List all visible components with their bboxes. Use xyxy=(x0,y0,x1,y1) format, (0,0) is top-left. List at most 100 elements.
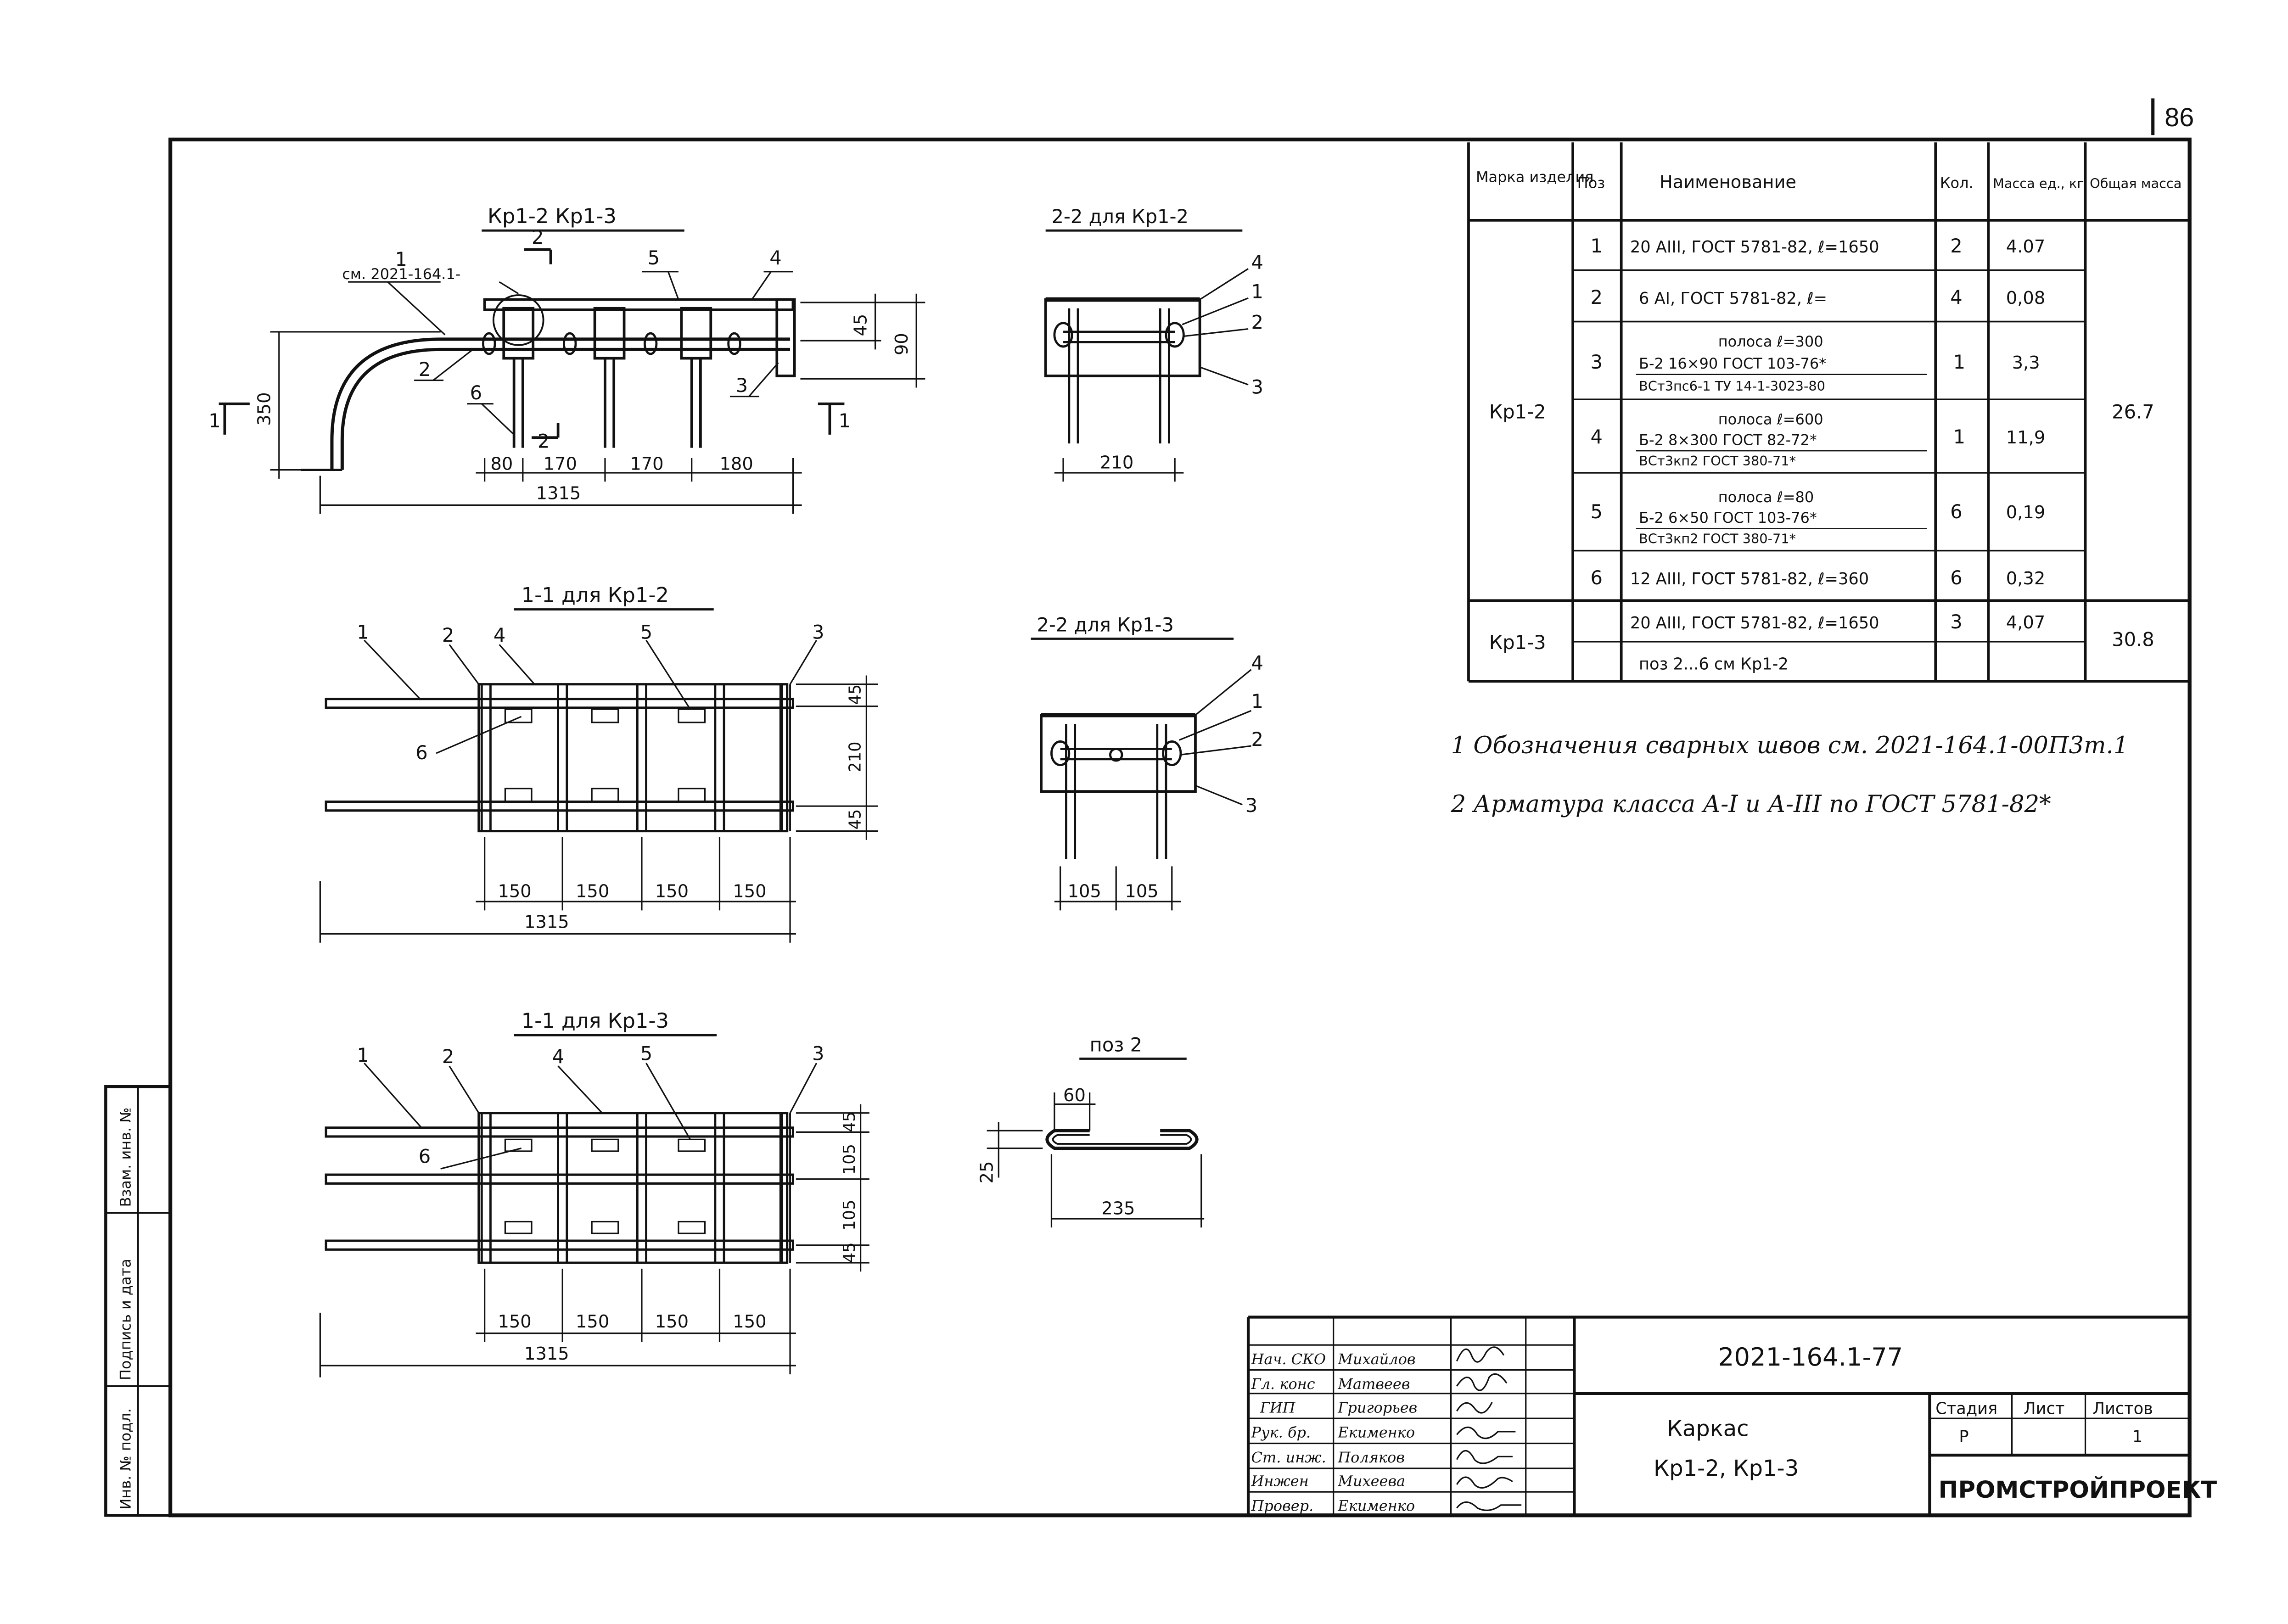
pos2-dim-235: 235 xyxy=(1101,1198,1135,1219)
elevation-title: Кр1-2 Кр1-3 xyxy=(488,204,617,228)
section-22-kr12-label-4: 4 xyxy=(1251,251,1263,273)
section-11-kr13-dim-150c: 150 xyxy=(655,1311,689,1332)
elevation-dim-1315: 1315 xyxy=(536,483,581,504)
tb-sheets-header: Листов xyxy=(2093,1400,2153,1418)
spec-header-total: Общая масса xyxy=(2090,175,2181,191)
section-22-kr13-label-4: 4 xyxy=(1251,652,1263,674)
tb-name-1: Михайлов xyxy=(1337,1350,1415,1368)
section-11-kr12-label-5: 5 xyxy=(640,621,652,644)
section-11-kr13-dim-105b: 105 xyxy=(840,1200,859,1231)
spec-mass-1: 4.07 xyxy=(2006,236,2045,257)
detail-circle xyxy=(492,294,544,346)
spec-name-3c: ВСт3пс6-1 ТУ 14-1-3023-80 xyxy=(1639,378,1825,394)
side-stamp: Взам. инв. № Подпись и дата Инв. № подл. xyxy=(104,1085,172,1517)
spec-kr13-qty-1: 3 xyxy=(1950,610,1962,633)
elevation-label-5: 5 xyxy=(648,246,660,269)
spec-name-1: 20 АIII, ГОСТ 5781-82, ℓ=1650 xyxy=(1630,238,1879,257)
spec-mass-4: 11,9 xyxy=(2006,427,2045,448)
section-22-kr13-label-2: 2 xyxy=(1251,728,1263,750)
section-11-kr12-dim-150b: 150 xyxy=(576,881,609,902)
section-11-kr12-dim-150c: 150 xyxy=(655,881,689,902)
section-11-kr12-dim-45b: 45 xyxy=(846,809,865,830)
elevation-label-2: 2 xyxy=(419,358,431,381)
spec-qty-4: 1 xyxy=(1953,426,1965,448)
spec-mark-kr12: Кр1-2 xyxy=(1489,401,1546,423)
title-block: Нач. СКО Михайлов Гл. конс Матвеев ГИП Г… xyxy=(1246,1316,2217,1516)
tb-role-7: Провер. xyxy=(1251,1497,1314,1515)
tb-doc-code: 2021-164.1-77 xyxy=(1718,1343,1903,1372)
spec-name-3a: полоса ℓ=300 xyxy=(1718,333,1823,350)
spec-header-mark: Марка изделия xyxy=(1476,168,1594,186)
tb-role-3: ГИП xyxy=(1260,1399,1296,1416)
section-11-kr12-dim-1315: 1315 xyxy=(524,912,569,933)
spec-pos-4: 4 xyxy=(1590,426,1602,448)
section-mark-2-top: 2 xyxy=(532,226,544,248)
tb-role-4: Рук. бр. xyxy=(1251,1424,1311,1441)
pos2-dim-60: 60 xyxy=(1063,1085,1086,1106)
bar-pos1 xyxy=(330,337,791,470)
section-11-kr13-dim-105a: 105 xyxy=(840,1144,859,1175)
spec-table: Марка изделия Поз Наименование Кол. Масс… xyxy=(1467,142,2190,683)
elevation-label-3: 3 xyxy=(736,374,748,397)
side-stamp-signature-date: Подпись и дата xyxy=(117,1259,135,1380)
tb-name-5: Поляков xyxy=(1337,1449,1405,1466)
spec-name-4c: ВСт3кп2 ГОСТ 380-71* xyxy=(1639,453,1796,469)
pos2-title: поз 2 xyxy=(1090,1033,1142,1056)
signatures xyxy=(1456,1346,1522,1511)
spec-qty-5: 6 xyxy=(1950,500,1962,523)
loops-pos2 xyxy=(482,332,741,355)
spec-name-3b: Б-2 16×90 ГОСТ 103-76* xyxy=(1639,355,1826,372)
elevation-label-1: 1 xyxy=(395,248,407,270)
spec-name-5a: полоса ℓ=80 xyxy=(1718,488,1814,506)
section-11-kr13-dim-45a: 45 xyxy=(840,1112,859,1132)
section-11-kr13-dim-150d: 150 xyxy=(733,1311,766,1332)
tb-title-line2: Кр1-2, Кр1-3 xyxy=(1654,1456,1799,1481)
spec-qty-6: 6 xyxy=(1950,566,1962,589)
section-22-kr12: 2-2 для Кр1-2 4 1 2 3 210 xyxy=(1044,205,1263,482)
elevation-dim-90: 90 xyxy=(892,333,912,355)
section-11-kr13-label-3: 3 xyxy=(812,1042,824,1065)
spec-qty-2: 4 xyxy=(1950,286,1962,308)
spec-mass-3: 3,3 xyxy=(2012,353,2040,373)
tb-role-5: Ст. инж. xyxy=(1251,1449,1326,1466)
elevation-dim-180: 180 xyxy=(719,454,753,475)
section-11-kr13-title: 1-1 для Кр1-3 xyxy=(522,1008,669,1033)
spec-name-5b: Б-2 6×50 ГОСТ 103-76* xyxy=(1639,509,1817,526)
elevation-dims-horizontal xyxy=(319,458,802,514)
section-22-kr12-label-2: 2 xyxy=(1251,311,1263,334)
section-22-kr13-title: 2-2 для Кр1-3 xyxy=(1037,614,1174,636)
spec-name-4b: Б-2 8×300 ГОСТ 82-72* xyxy=(1639,431,1817,448)
spec-header-pos: Поз xyxy=(1577,174,1605,191)
spec-kr13-name-1: 20 АIII, ГОСТ 5781-82, ℓ=1650 xyxy=(1630,614,1879,633)
section-11-kr13-label-4: 4 xyxy=(552,1045,564,1068)
tb-sheet-header: Лист xyxy=(2024,1400,2064,1418)
spec-pos-5: 5 xyxy=(1590,500,1602,523)
section-11-kr13-dim-150a: 150 xyxy=(498,1311,531,1332)
section-22-kr13: 2-2 для Кр1-3 4 1 2 3 105 105 xyxy=(1031,614,1263,911)
section-22-kr12-label-1: 1 xyxy=(1251,280,1263,302)
section-11-kr12-label-2: 2 xyxy=(442,624,454,646)
elevation-dim-350: 350 xyxy=(254,392,275,426)
section-11-kr13-label-2: 2 xyxy=(442,1045,454,1068)
section-11-kr13-label-6: 6 xyxy=(419,1145,431,1168)
section-22-kr12-dim-210: 210 xyxy=(1100,452,1133,473)
elevation-dim-45: 45 xyxy=(850,314,871,336)
section-11-kr13-dim-1315: 1315 xyxy=(524,1344,569,1364)
spec-pos-1: 1 xyxy=(1590,235,1602,257)
spec-name-4a: полоса ℓ=600 xyxy=(1718,410,1823,428)
tb-org: ПРОМСТРОЙПРОЕКТ xyxy=(1939,1476,2217,1504)
side-stamp-replace-inv: Взам. инв. № xyxy=(117,1107,135,1207)
section-22-kr12-title: 2-2 для Кр1-2 xyxy=(1051,205,1189,228)
section-mark-2-bottom: 2 xyxy=(538,430,550,453)
section-mark-1-right: 1 xyxy=(839,409,851,432)
spec-pos-6: 6 xyxy=(1590,566,1602,589)
section-11-kr12-label-3: 3 xyxy=(812,621,824,644)
elevation-ref-note: см. 2021-164.1- xyxy=(342,265,460,283)
pos2-bar xyxy=(1045,1129,1199,1150)
tb-role-2: Гл. конс xyxy=(1251,1375,1315,1393)
spec-total-kr13: 30.8 xyxy=(2112,628,2154,651)
tb-title-line1: Каркас xyxy=(1667,1416,1749,1442)
section-11-kr12-dim-45a: 45 xyxy=(846,684,865,705)
section-22-kr13-dim-105a: 105 xyxy=(1068,881,1101,902)
spec-pos-2: 2 xyxy=(1590,286,1602,308)
